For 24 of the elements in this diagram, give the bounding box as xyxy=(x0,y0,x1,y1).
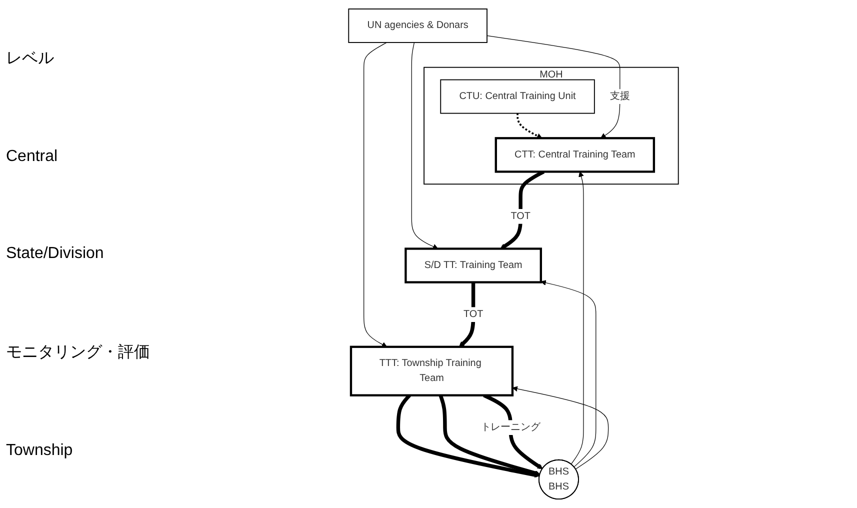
arrow xyxy=(516,113,542,138)
level-label: Township xyxy=(6,442,74,460)
arrow xyxy=(486,35,620,138)
node-box: UN agencies & Donars xyxy=(348,8,488,43)
edge-label: 支援 xyxy=(610,90,630,102)
arrow xyxy=(364,42,388,348)
arrow xyxy=(438,394,540,476)
node-box: S/D TT: Training Team xyxy=(404,248,542,284)
arrow xyxy=(458,282,476,348)
arrow xyxy=(411,42,438,250)
arrow xyxy=(540,280,596,468)
level-label: レベル xyxy=(6,48,55,69)
arrow xyxy=(570,171,584,465)
edge-label: TOT xyxy=(463,308,484,320)
level-label: モニタリング・評価 xyxy=(6,342,151,364)
edge-label: トレーニング xyxy=(480,422,540,433)
level-label: State/Division xyxy=(6,244,105,263)
edge-label: TOT xyxy=(510,210,530,222)
level-label: Central xyxy=(6,148,59,166)
node-box: TTT: Township Training Team xyxy=(350,346,514,396)
node-box: CTT: Central Training Team xyxy=(494,137,656,173)
node-box: CTU: Central Training Unit xyxy=(440,79,595,114)
arrow xyxy=(396,394,540,478)
arrow xyxy=(512,386,609,470)
